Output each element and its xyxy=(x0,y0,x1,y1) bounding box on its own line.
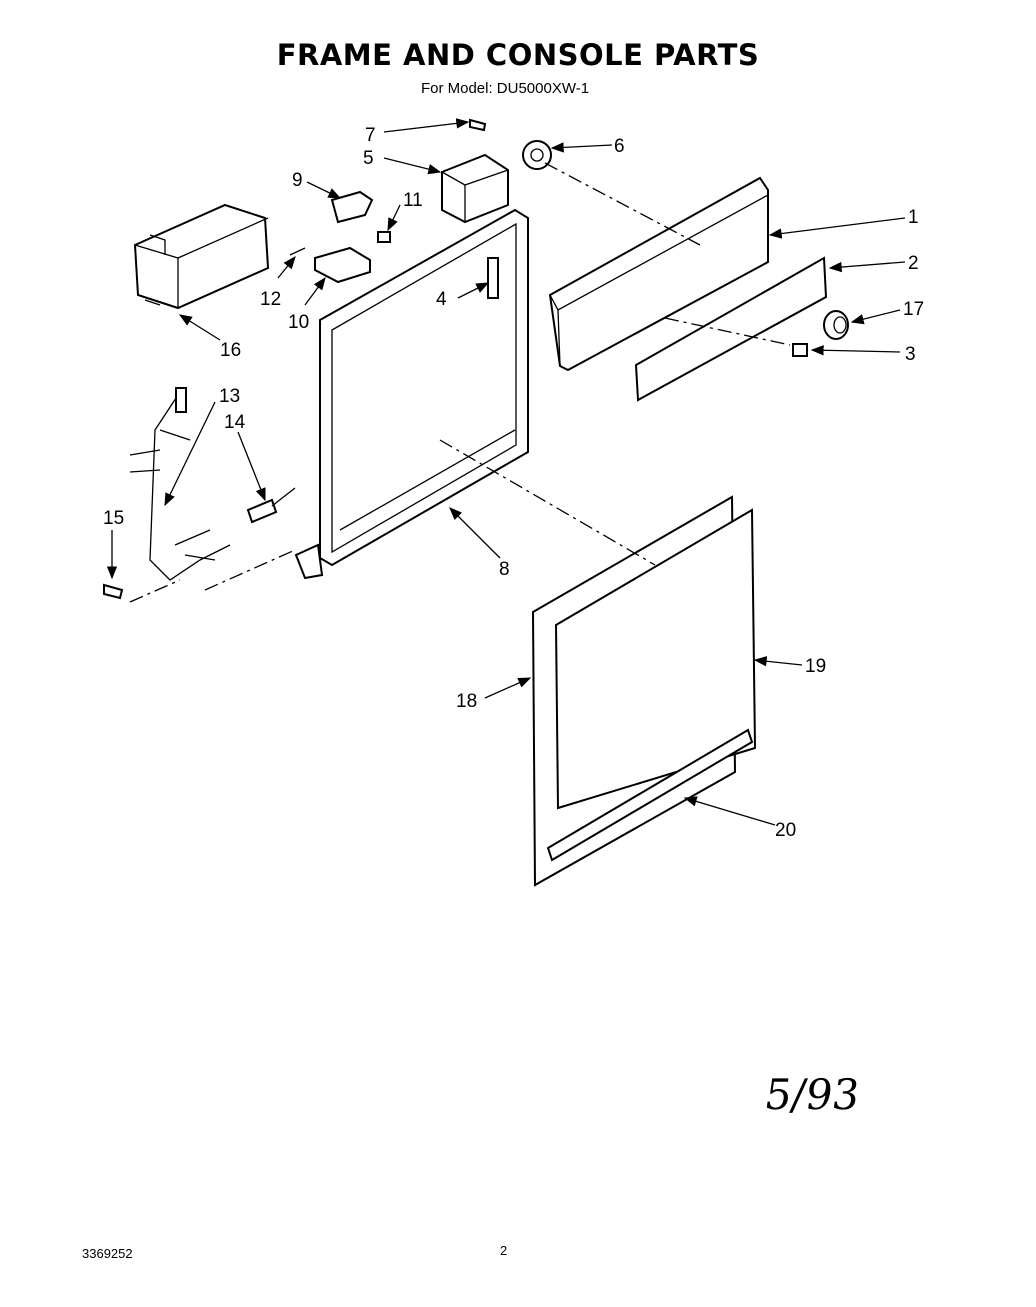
callout-19: 19 xyxy=(805,656,826,677)
callout-12: 12 xyxy=(260,289,281,310)
callout-16: 16 xyxy=(220,340,241,361)
part-17-knob xyxy=(823,310,849,340)
part-9-switch xyxy=(330,190,374,224)
page-number: 2 xyxy=(500,1243,508,1258)
part-14-connector xyxy=(246,487,296,524)
callout-5: 5 xyxy=(363,148,374,169)
callout-13: 13 xyxy=(219,386,240,407)
part-13-wire-harness xyxy=(129,387,231,581)
callout-18: 18 xyxy=(456,691,477,712)
callout-20: 20 xyxy=(775,820,796,841)
part-3-button xyxy=(792,343,808,357)
callout-9: 9 xyxy=(292,170,303,191)
assembly-line-console xyxy=(544,162,701,246)
callout-3: 3 xyxy=(905,344,916,365)
handwritten-date: 5/93 xyxy=(761,1070,863,1119)
leader-arrows xyxy=(106,118,906,826)
part-19-door-panel xyxy=(554,508,757,810)
part-2-panel-overlay xyxy=(634,256,828,402)
document-number: 3369252 xyxy=(82,1246,133,1261)
callout-2: 2 xyxy=(908,253,919,274)
part-4-bracket xyxy=(487,257,499,299)
part-5-control-block xyxy=(441,153,509,224)
part-1-console xyxy=(548,176,769,372)
callout-11: 11 xyxy=(403,190,423,211)
assembly-line-harness xyxy=(204,549,296,591)
part-7-screw xyxy=(469,118,487,132)
part-6-knob xyxy=(522,140,552,170)
callout-4: 4 xyxy=(436,289,447,310)
callout-1: 1 xyxy=(908,207,919,228)
page-title: FRAME AND CONSOLE PARTS xyxy=(276,38,760,72)
model-subtitle: For Model: DU5000XW-1 xyxy=(420,80,590,97)
callout-14: 14 xyxy=(224,412,246,433)
callout-15: 15 xyxy=(103,508,124,529)
part-15-screw xyxy=(103,583,124,600)
callout-17: 17 xyxy=(903,299,924,320)
callout-6: 6 xyxy=(614,136,625,157)
part-11-clip xyxy=(377,231,391,243)
part-12-pin xyxy=(289,247,306,256)
part-8-door-frame xyxy=(294,208,529,580)
callout-8: 8 xyxy=(499,559,510,580)
part-10-holder xyxy=(314,246,371,284)
assembly-line-screw xyxy=(129,579,181,603)
callout-7: 7 xyxy=(365,125,376,146)
callout-10: 10 xyxy=(288,312,309,333)
part-16-bracket-box xyxy=(133,203,270,310)
assembly-line-panel xyxy=(664,317,791,346)
assembly-line-door xyxy=(439,439,656,566)
part-20-trim-strip xyxy=(546,728,754,862)
